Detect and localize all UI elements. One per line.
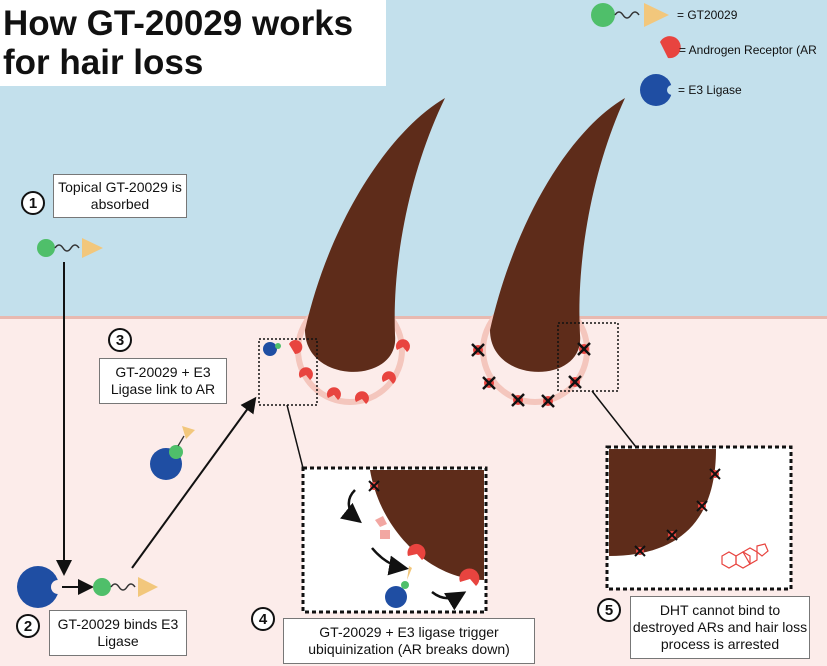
dht-molecule-icon [721, 543, 769, 569]
destroyed-receptors-right [471, 342, 591, 408]
step-5-badge: 5 [597, 598, 621, 622]
linked-complex-small [263, 340, 303, 356]
legend-gt20029-label: = GT20029 [677, 8, 738, 22]
step-4-label: GT-20029 + E3 ligase trigger ubiquinizat… [283, 618, 535, 664]
gt20029-molecule-step1 [37, 238, 103, 258]
zoom-region-left [258, 338, 318, 406]
step-5-label: DHT cannot bind to destroyed ARs and hai… [630, 596, 810, 659]
gt20029-molecule-icon [591, 3, 669, 27]
zoom-region-right [557, 322, 619, 392]
e3-ligase-step2 [17, 566, 65, 608]
legend-e3-ligase-label: = E3 Ligase [678, 83, 742, 97]
page-title-line2: for hair loss [3, 43, 204, 82]
step-3-label: GT-20029 + E3 Ligase link to AR [99, 358, 227, 404]
e3-gt20029-complex [150, 426, 195, 480]
page-title-line1: How GT-20029 works [3, 4, 354, 43]
step-4-badge: 4 [251, 607, 275, 631]
zoom-box-ubiquinization [301, 466, 488, 614]
title-box: How GT-20029 works for hair loss [0, 0, 386, 86]
legend-androgen-receptor-label: = Androgen Receptor (AR [679, 43, 817, 57]
zoom-box-dht-blocked [605, 445, 793, 591]
androgen-receptors-left [298, 339, 410, 404]
step-2-badge: 2 [16, 614, 40, 638]
step-2-label: GT-20029 binds E3 Ligase [49, 610, 187, 656]
step-3-badge: 3 [108, 328, 132, 352]
step-1-badge: 1 [21, 191, 45, 215]
gt20029-molecule-step2 [93, 577, 158, 597]
step-1-label: Topical GT-20029 is absorbed [53, 174, 187, 218]
hair-follicle-right [480, 98, 625, 405]
skin-surface-line [0, 316, 827, 319]
androgen-receptor-icon [660, 36, 681, 59]
e3-ligase-icon [640, 74, 677, 106]
hair-follicle-left [295, 98, 445, 405]
